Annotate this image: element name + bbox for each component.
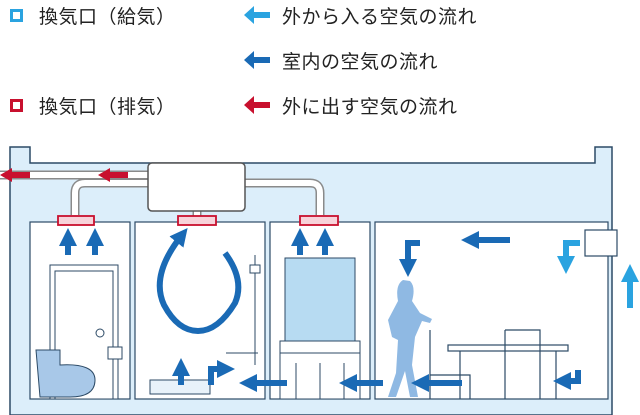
house-cross-section <box>0 146 639 415</box>
arrow-left-light-blue-icon <box>244 6 270 24</box>
legend-flow-out-label: 外に出す空気の流れ <box>282 95 458 118</box>
exhaust-vent-washroom <box>299 215 339 226</box>
legend: 換気口（給気） 換気口（排気） 外から入る空気の流れ 室内の空気の流れ 外に出す… <box>0 0 640 125</box>
legend-flow-out: 外に出す空気の流れ <box>244 90 458 120</box>
exhaust-arrow-icon <box>0 168 30 182</box>
bathroom <box>134 221 266 400</box>
arrow-left-dark-blue-icon <box>244 51 270 69</box>
legend-exhaust-vent-label: 換気口（排気） <box>39 95 176 118</box>
toilet-fixtures <box>35 264 123 400</box>
supply-vent <box>584 229 618 257</box>
washroom-fixtures <box>279 257 361 400</box>
legend-flow-in-label: 外から入る空気の流れ <box>282 5 478 28</box>
legend-flow-room-label: 室内の空気の流れ <box>282 50 439 73</box>
exhaust-vent-bathroom <box>177 215 217 226</box>
legend-flow-in: 外から入る空気の流れ <box>244 0 477 30</box>
legend-supply-vent: 換気口（給気） <box>10 0 176 30</box>
exhaust-vent-icon <box>10 98 23 112</box>
exhaust-arrow-icon <box>98 168 128 182</box>
dining-set <box>429 329 569 399</box>
legend-supply-vent-label: 換気口（給気） <box>39 5 176 28</box>
supply-vent-icon <box>10 8 23 22</box>
exhaust-vent-toilet <box>57 215 95 226</box>
bathroom-fixtures <box>149 255 261 395</box>
legend-flow-room: 室内の空気の流れ <box>244 45 438 75</box>
person-silhouette <box>388 280 432 397</box>
indoor-air-flow <box>59 227 581 392</box>
legend-exhaust-vent: 換気口（排気） <box>10 90 176 120</box>
outside-air-flow <box>557 240 639 308</box>
arrow-left-red-icon <box>244 96 270 114</box>
